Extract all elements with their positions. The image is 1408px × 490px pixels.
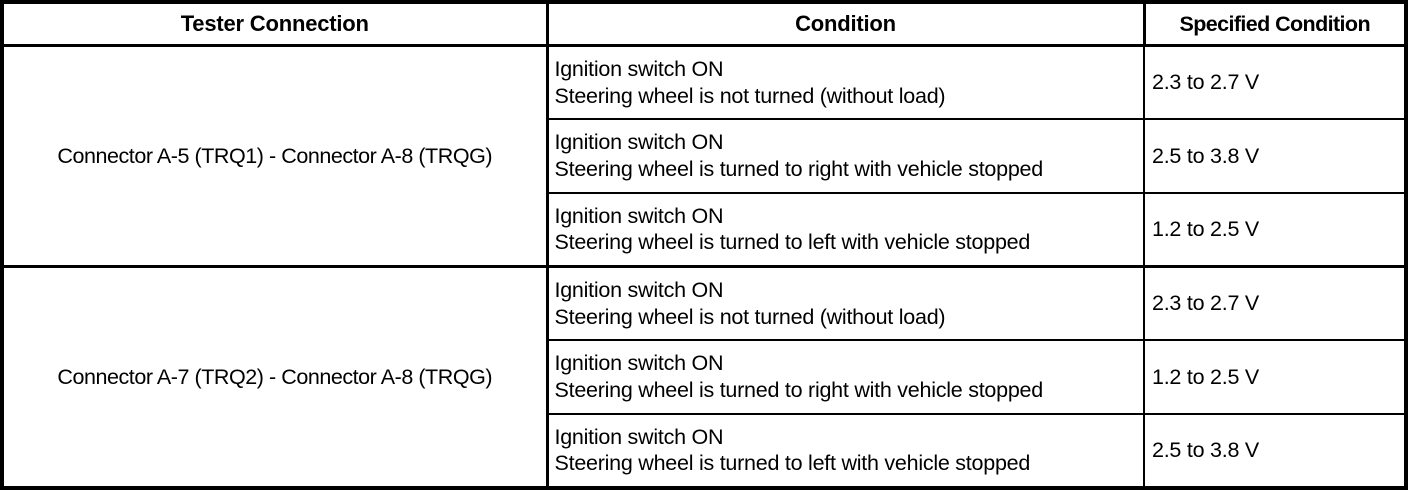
- table-header: Tester Connection Condition Specified Co…: [2, 2, 1406, 47]
- specified-condition-cell: 2.5 to 3.8 V: [1144, 119, 1406, 194]
- condition-line: Steering wheel is turned to right with v…: [554, 377, 1044, 402]
- condition-line: Ignition switch ON: [554, 130, 724, 155]
- tester-connection-cell: Connector A-7 (TRQ2) - Connector A-8 (TR…: [2, 264, 549, 488]
- specified-condition-cell: 1.2 to 2.5 V: [1144, 192, 1406, 268]
- specified-condition-cell: 2.5 to 3.8 V: [1152, 437, 1259, 462]
- condition-cell: Ignition switch ON Steering wheel is tur…: [547, 192, 1145, 268]
- table-row: Ignition switch ON Steering wheel is tur…: [2, 192, 1406, 268]
- column-header-tester-connection: Tester Connection: [2, 2, 549, 47]
- column-header-specified-condition: Specified Condition: [1144, 2, 1406, 47]
- condition-line: Ignition switch ON: [554, 424, 724, 449]
- condition-line: Steering wheel is not turned (without lo…: [554, 83, 946, 108]
- table-row: Ignition switch ON Steering wheel is tur…: [2, 119, 1406, 194]
- condition-cell: Ignition switch ON Steering wheel is tur…: [547, 413, 1145, 488]
- specified-condition-cell: 2.3 to 2.7 V: [1144, 266, 1406, 342]
- table-row: Connector A-7 (TRQ2) - Connector A-8 (TR…: [2, 264, 1406, 488]
- condition-line: Steering wheel is turned to right with v…: [554, 156, 1044, 181]
- table-row: Connector A-5 (TRQ1) - Connector A-8 (TR…: [2, 45, 1406, 267]
- table-body: Connector A-5 (TRQ1) - Connector A-8 (TR…: [2, 45, 1406, 488]
- condition-cell: Ignition switch ON Steering wheel is tur…: [547, 119, 1145, 194]
- condition-line: Steering wheel is not turned (without lo…: [554, 304, 946, 329]
- table-row: Ignition switch ON Steering wheel is tur…: [2, 340, 1406, 415]
- condition-line: Ignition switch ON: [554, 277, 724, 302]
- table-row: Ignition switch ON Steering wheel is tur…: [2, 413, 1406, 488]
- specified-condition-cell: 1.2 to 2.5 V: [1144, 340, 1406, 415]
- condition-line: Ignition switch ON: [554, 351, 724, 376]
- condition-line: Ignition switch ON: [554, 203, 724, 228]
- condition-cell: Ignition switch ON Steering wheel is not…: [547, 45, 1145, 121]
- header-row: Tester Connection Condition Specified Co…: [2, 2, 1406, 47]
- condition-cell: Ignition switch ON Steering wheel is tur…: [547, 340, 1145, 415]
- condition-line: Steering wheel is turned to left with ve…: [554, 230, 1031, 255]
- specified-condition-cell: 2.3 to 2.7 V: [1144, 45, 1406, 121]
- condition-cell: Ignition switch ON Steering wheel is not…: [547, 266, 1145, 342]
- condition-line: Steering wheel is turned to left with ve…: [554, 451, 1031, 476]
- condition-line: Ignition switch ON: [554, 57, 724, 82]
- column-header-condition: Condition: [547, 2, 1146, 47]
- tester-connection-cell: Connector A-5 (TRQ1) - Connector A-8 (TR…: [2, 45, 549, 267]
